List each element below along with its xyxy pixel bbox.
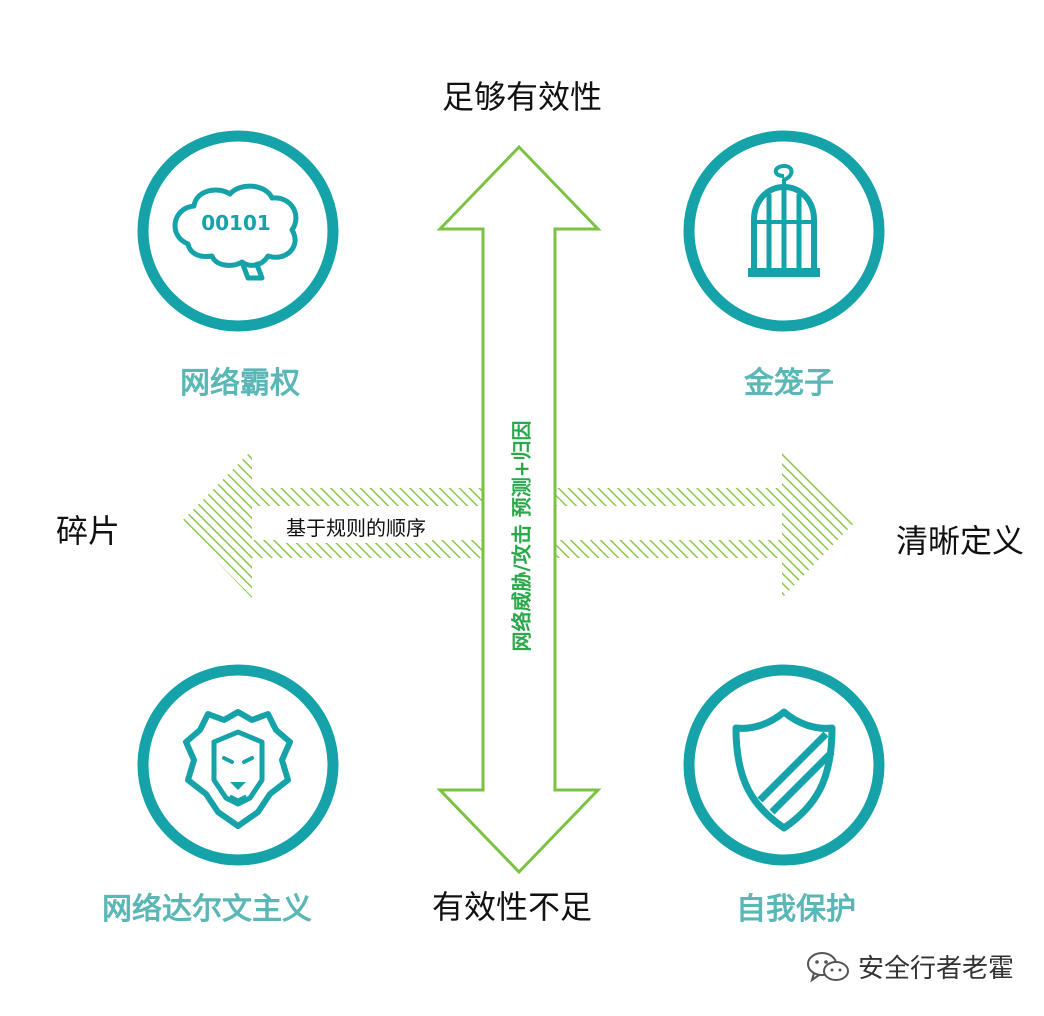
right-arrow-band-upper — [556, 488, 782, 506]
right-axis-label: 清晰定义 — [896, 522, 1025, 560]
shield-icon — [683, 664, 885, 866]
quadrant-label-top-right: 金笼子 — [744, 366, 834, 401]
left-arrow-band-upper — [252, 488, 488, 506]
watermark-text: 安全行者老霍 — [858, 954, 1015, 984]
left-arrow-head — [180, 450, 252, 598]
quadrant-label-bottom-left: 网络达尔文主义 — [102, 892, 312, 927]
birdcage-icon — [683, 130, 885, 332]
binary-digits: 00101 — [201, 211, 271, 235]
lion-icon — [137, 664, 339, 866]
vertical-arrow — [436, 144, 602, 875]
vertical-band-label: 网络威胁/攻击 预测+归因 — [509, 420, 534, 652]
left-arrow-band-lower — [252, 540, 488, 558]
bottom-axis-label: 有效性不足 — [432, 888, 593, 926]
band-label: 基于规则的顺序 — [280, 510, 432, 543]
quadrant-label-top-left: 网络霸权 — [180, 366, 300, 401]
watermark: 安全行者老霍 — [806, 948, 1014, 985]
right-arrow-head — [782, 450, 854, 598]
wechat-icon — [807, 951, 849, 982]
binary-brain-icon: 00101 — [137, 130, 339, 332]
horizontal-arrow — [180, 450, 854, 598]
top-axis-label: 足够有效性 — [442, 78, 603, 116]
left-axis-label: 碎片 — [56, 512, 121, 550]
right-arrow-band-lower — [556, 540, 782, 558]
quadrant-label-bottom-right: 自我保护 — [736, 892, 856, 927]
